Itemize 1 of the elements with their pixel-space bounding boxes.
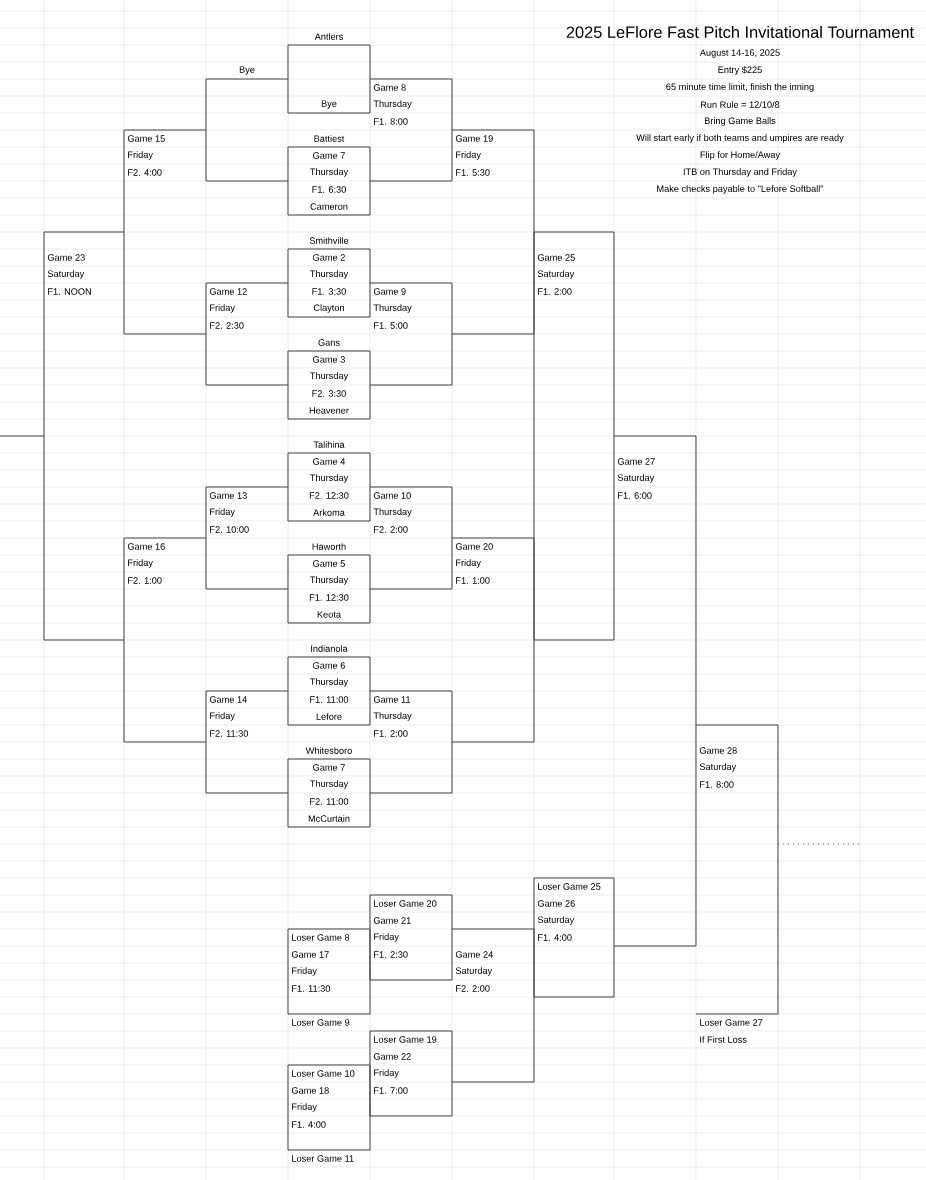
title: 2025 LeFlore Fast Pitch Invitational Tournament <box>566 26 914 39</box>
